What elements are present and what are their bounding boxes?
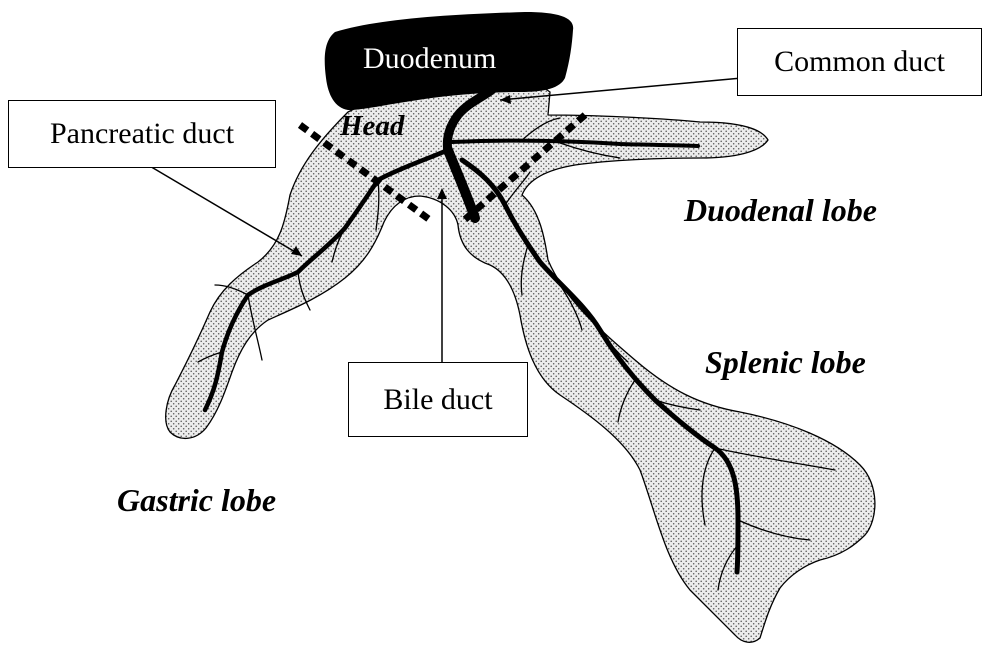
bile-duct-label: Bile duct <box>348 362 528 437</box>
common-duct-label: Common duct <box>737 28 982 96</box>
duodenal-lobe-label: Duodenal lobe <box>684 194 877 226</box>
pancreatic-duct-label: Pancreatic duct <box>8 100 276 168</box>
duodenum-label: Duodenum <box>363 44 496 74</box>
splenic-lobe-label: Splenic lobe <box>705 346 866 378</box>
gastric-lobe-label: Gastric lobe <box>117 484 276 516</box>
head-label: Head <box>340 112 404 141</box>
